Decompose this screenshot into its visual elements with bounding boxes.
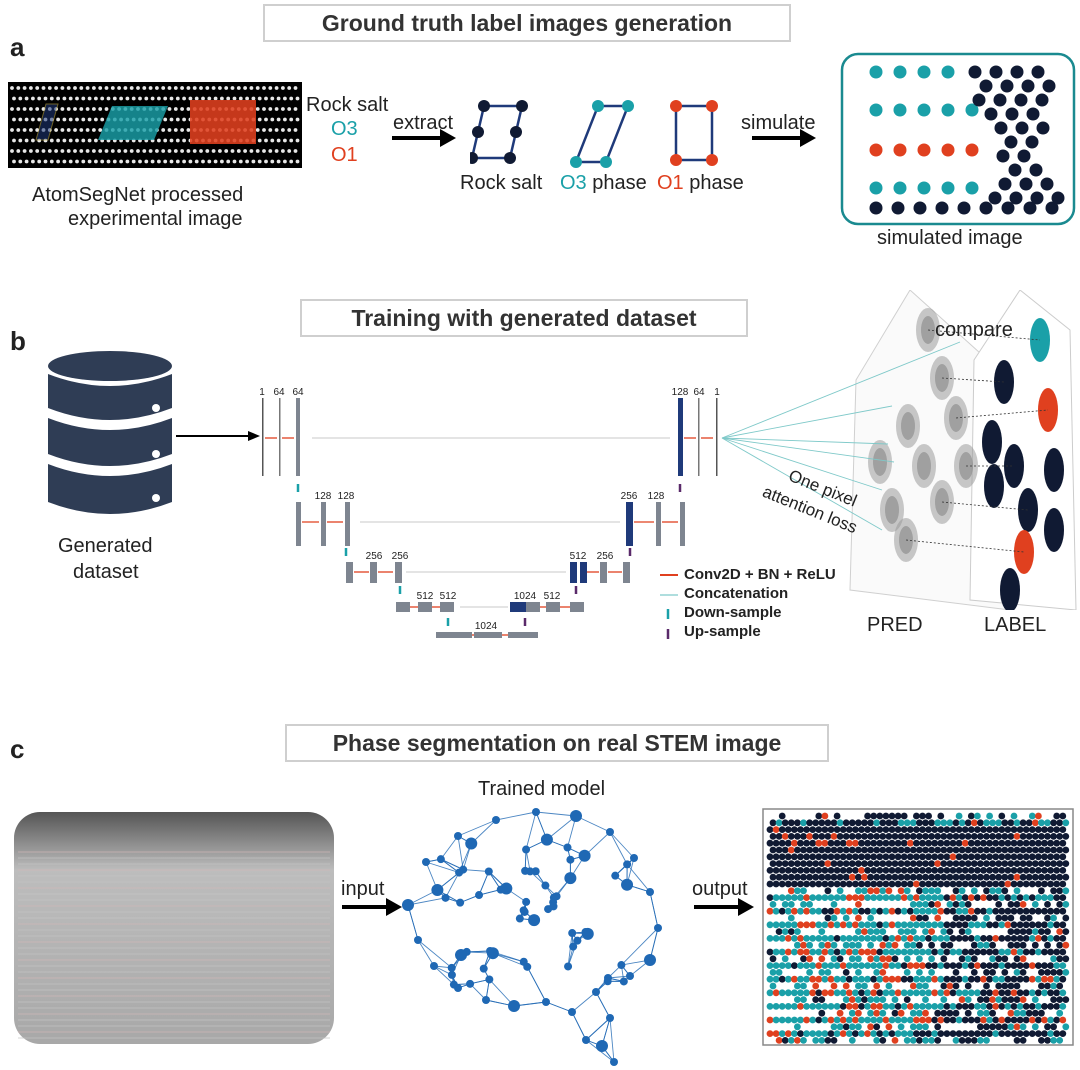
- svg-text:1024: 1024: [514, 591, 537, 602]
- panel-a-letter: a: [10, 32, 25, 62]
- svg-text:256: 256: [392, 551, 409, 562]
- svg-text:128: 128: [315, 491, 332, 502]
- sim-caption: simulated image: [877, 227, 1023, 249]
- output-arrow-icon: [694, 898, 754, 916]
- extract-arrow-icon: [392, 129, 456, 147]
- simulated-image: [840, 52, 1076, 226]
- panel-a-title: Ground truth label images generation: [263, 4, 791, 42]
- phase-rocksalt-label: Rock salt: [460, 172, 543, 194]
- output-label: output: [692, 878, 748, 900]
- svg-text:128: 128: [672, 387, 689, 398]
- trained-model-label: Trained model: [478, 778, 606, 800]
- legend-o1: O1: [331, 144, 358, 166]
- svg-text:128: 128: [338, 491, 355, 502]
- pred-label-planes: [721, 290, 1077, 610]
- stem-input-image: [14, 812, 334, 1044]
- svg-text:512: 512: [440, 591, 457, 602]
- panel-c-title: Phase segmentation on real STEM image: [285, 724, 829, 762]
- svg-text:64: 64: [693, 387, 705, 398]
- rocksalt-cell: [470, 100, 528, 164]
- unet-diagram: 1 64 64 128 64 1 128 128 256 128 256 256 512 256 512 51…: [259, 387, 720, 638]
- svg-text:512: 512: [570, 551, 587, 562]
- experimental-image: [8, 82, 302, 168]
- svg-text:1: 1: [714, 387, 720, 398]
- simulate-label: simulate: [741, 112, 816, 134]
- input-label: input: [341, 878, 385, 900]
- exp-caption-1: AtomSegNet processed: [32, 184, 244, 206]
- label-label: LABEL: [984, 614, 1047, 636]
- segmentation-output-image: [762, 808, 1074, 1046]
- pred-label: PRED: [867, 614, 923, 636]
- dataset-arrow-icon: [176, 431, 260, 441]
- o3-cell: [570, 100, 634, 168]
- dataset-label-1: Generated: [58, 535, 153, 557]
- svg-text:1024: 1024: [475, 621, 498, 632]
- database-icon: [48, 351, 172, 514]
- compare-label: compare: [935, 319, 1013, 341]
- legend-rocksalt: Rock salt: [306, 94, 389, 116]
- legend-o3: O3: [331, 118, 358, 140]
- svg-text:256: 256: [597, 551, 614, 562]
- svg-text:1: 1: [259, 387, 265, 398]
- unet-legend-marks: [660, 574, 678, 639]
- svg-text:512: 512: [544, 591, 561, 602]
- legend-conv: Conv2D + BN + ReLU: [684, 566, 836, 583]
- panel-b-letter: b: [10, 326, 26, 356]
- legend-up: Up-sample: [684, 623, 761, 640]
- unit-cells: [470, 100, 718, 168]
- o1-cell: [670, 100, 718, 166]
- dataset-label-2: dataset: [73, 561, 139, 583]
- exp-caption-2: experimental image: [68, 208, 243, 230]
- svg-text:64: 64: [273, 387, 285, 398]
- panel-b-title: Training with generated dataset: [300, 299, 748, 337]
- svg-text:64: 64: [292, 387, 304, 398]
- legend-concat: Concatenation: [684, 585, 789, 602]
- svg-text:512: 512: [417, 591, 434, 602]
- panel-c-letter: c: [10, 734, 25, 764]
- svg-text:256: 256: [366, 551, 383, 562]
- svg-text:128: 128: [648, 491, 665, 502]
- phase-o3-label: O3 phase: [560, 172, 647, 194]
- extract-label: extract: [393, 112, 454, 134]
- svg-text:256: 256: [621, 491, 638, 502]
- input-arrow-icon: [342, 898, 402, 916]
- phase-o1-label: O1 phase: [657, 172, 744, 194]
- neural-network-brain-icon: [402, 808, 662, 1066]
- legend-down: Down-sample: [684, 604, 782, 621]
- simulate-arrow-icon: [752, 129, 816, 147]
